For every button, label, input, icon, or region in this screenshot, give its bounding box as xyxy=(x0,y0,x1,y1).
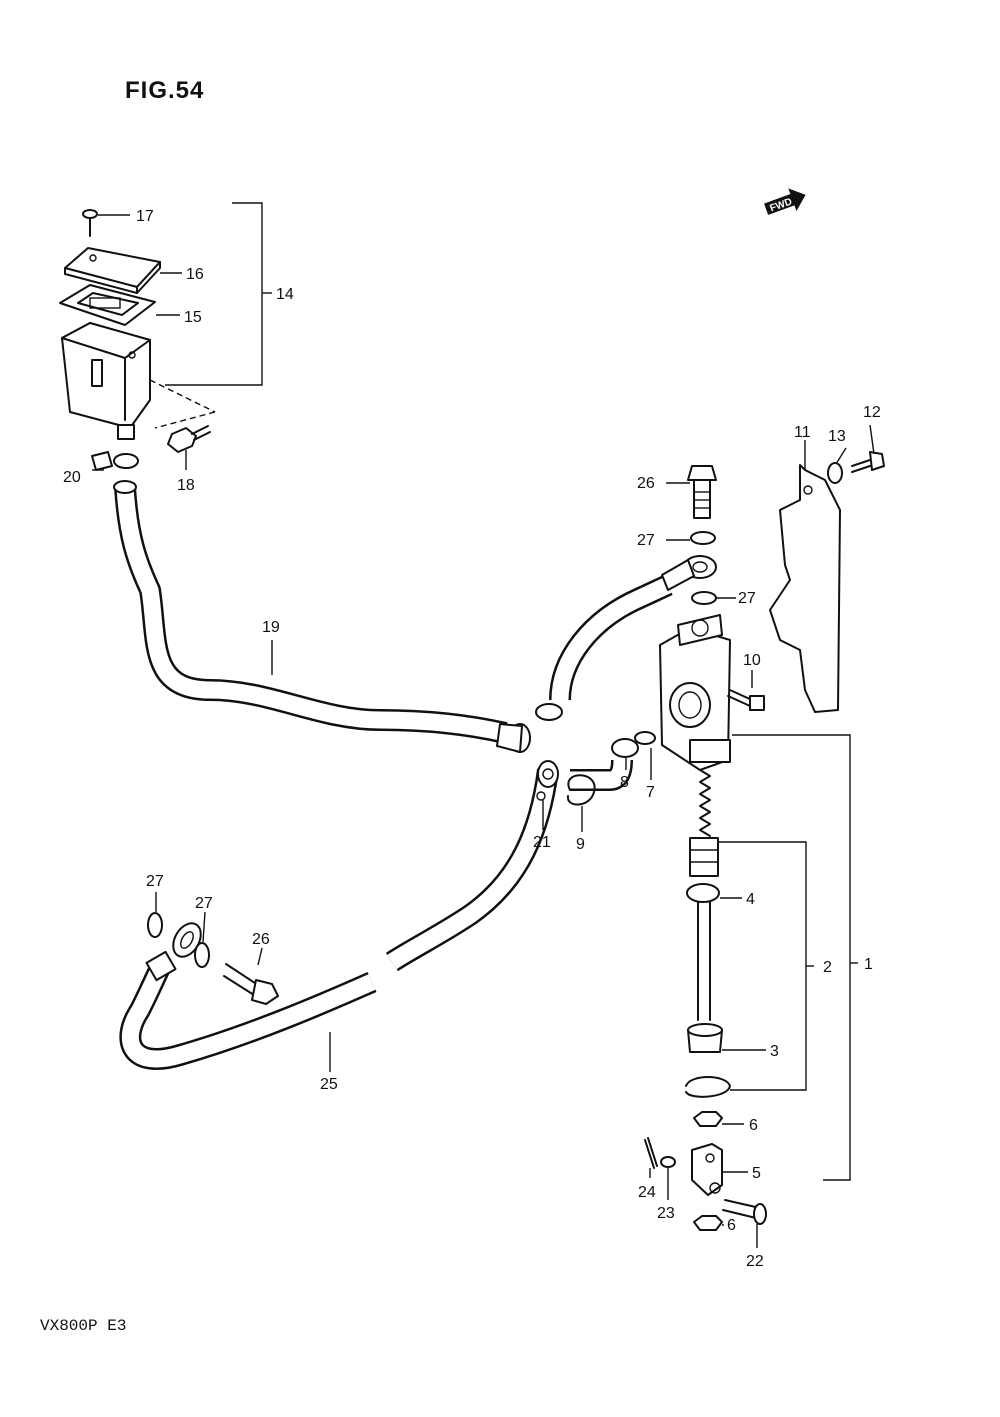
circlip-9-icon xyxy=(566,774,596,806)
spring-icon xyxy=(699,769,711,837)
callout-22: 22 xyxy=(746,1253,764,1270)
pushrod-icon xyxy=(697,901,711,1021)
callout-19: 19 xyxy=(262,619,280,636)
bolt-18-icon xyxy=(167,425,211,453)
svg-text:FWD: FWD xyxy=(768,196,793,214)
model-code: VX800P E3 xyxy=(40,1317,126,1335)
callout-4: 4 xyxy=(746,891,755,908)
callout-23: 23 xyxy=(657,1205,675,1222)
callout-9: 9 xyxy=(576,836,585,853)
callout-6-upper: 6 xyxy=(749,1117,758,1134)
callout-3: 3 xyxy=(770,1043,779,1060)
clevis-pin-22-icon xyxy=(722,1199,767,1225)
nut-6-upper-icon xyxy=(693,1111,723,1127)
o-ring-7-icon xyxy=(634,731,656,745)
piston-cup-icon xyxy=(689,837,719,877)
nut-6-lower-icon xyxy=(693,1215,723,1231)
banjo-bolt-26-upper-icon xyxy=(687,465,717,519)
master-cylinder-body-icon xyxy=(659,614,731,771)
bracket-2 xyxy=(718,841,807,1091)
callout-26-lower: 26 xyxy=(252,931,270,948)
banjo-bolt-26-lower-icon xyxy=(223,963,279,1005)
upper-hose-segment xyxy=(549,555,717,701)
callout-27-b: 27 xyxy=(738,590,756,607)
bolt-12-icon xyxy=(851,451,885,473)
reservoir-hose-19 xyxy=(113,480,531,753)
bolt-10-icon xyxy=(727,689,765,711)
boot-3-icon xyxy=(687,1023,723,1053)
callout-6-lower: 6 xyxy=(727,1217,736,1234)
callout-2: 2 xyxy=(823,959,832,976)
washer-13-icon xyxy=(827,462,843,484)
cotter-pin-24-icon xyxy=(644,1137,658,1169)
piston-4-icon xyxy=(686,883,720,903)
callout-26-upper: 26 xyxy=(637,475,655,492)
callout-24: 24 xyxy=(638,1184,656,1201)
washer-27-d-icon xyxy=(194,942,210,968)
guard-plate-11-icon xyxy=(769,464,841,713)
callout-27-d: 27 xyxy=(195,895,213,912)
callout-5: 5 xyxy=(752,1165,761,1182)
figure-title: FIG.54 xyxy=(125,77,204,104)
bracket-line xyxy=(165,202,263,386)
callout-21: 21 xyxy=(533,834,551,851)
callout-25: 25 xyxy=(320,1076,338,1093)
callout-27-a: 27 xyxy=(637,532,655,549)
reservoir-body-icon xyxy=(61,322,216,440)
washer-23-icon xyxy=(660,1156,676,1168)
washer-27-c-icon xyxy=(147,912,163,938)
leader-lines xyxy=(92,214,875,1248)
fwd-arrow-icon: FWD xyxy=(764,188,806,215)
callout-27-c: 27 xyxy=(146,873,164,890)
hose-clamp-icon xyxy=(91,451,139,471)
callout-20: 20 xyxy=(63,469,81,486)
washer-27-a-icon xyxy=(690,531,716,545)
callout-13: 13 xyxy=(828,428,846,445)
callout-18: 18 xyxy=(177,477,195,494)
callout-11: 11 xyxy=(794,424,811,441)
screw-17-icon xyxy=(82,209,98,237)
callout-17: 17 xyxy=(136,208,154,225)
clevis-5-icon xyxy=(691,1143,723,1196)
diaphragm-icon xyxy=(59,284,156,326)
hose-joint-21-icon xyxy=(535,703,563,801)
callout-8: 8 xyxy=(620,774,629,791)
washer-27-b-icon xyxy=(691,591,717,605)
reservoir-cap-icon xyxy=(64,247,161,294)
callout-1: 1 xyxy=(864,956,873,973)
bracket-1 xyxy=(732,734,851,1181)
callout-12: 12 xyxy=(863,404,881,421)
callout-10: 10 xyxy=(743,652,761,669)
callout-15: 15 xyxy=(184,309,202,326)
callout-14: 14 xyxy=(276,286,294,303)
reservoir-assembly xyxy=(59,202,272,471)
callout-16: 16 xyxy=(186,266,204,283)
brake-hose-25 xyxy=(119,768,559,1070)
callout-7: 7 xyxy=(646,784,655,801)
elbow-fitting-8-icon xyxy=(570,738,639,791)
circlip-icon xyxy=(685,1076,731,1098)
callout-numbers: 17 16 15 14 18 20 19 12 11 13 26 27 27 1… xyxy=(63,208,881,1270)
